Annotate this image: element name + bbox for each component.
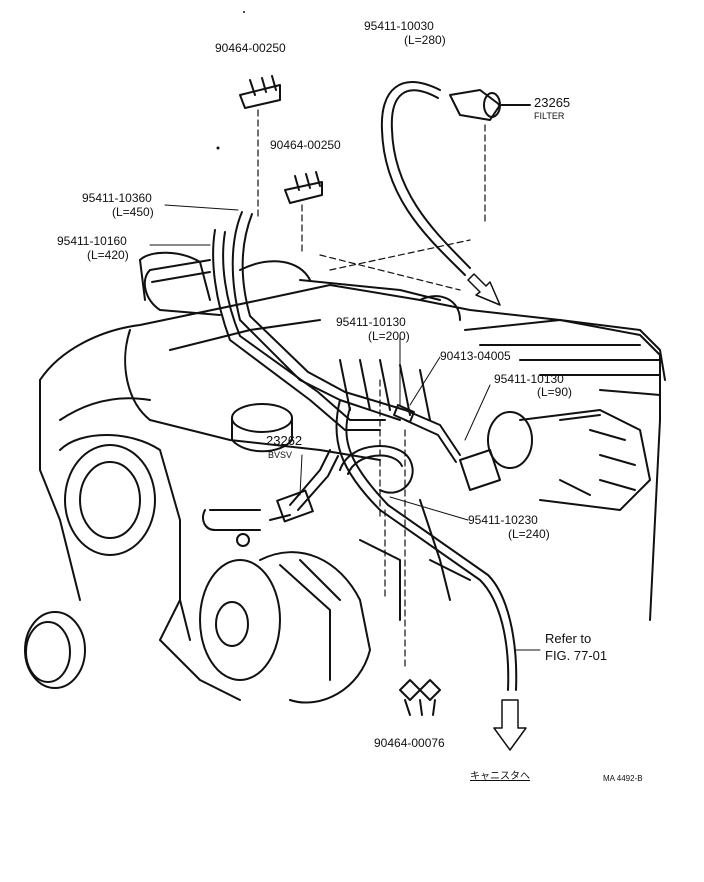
callout-hose-130b-length: (L=90) <box>537 385 573 399</box>
clamp-top-shape <box>239 75 281 109</box>
canister-label: キャニスタへ <box>470 771 530 782</box>
callout-hose-130a-part: 95411-10130 <box>336 315 406 329</box>
callout-joint: 90413-04005 <box>440 349 511 363</box>
callout-filter-part: 23265 <box>534 95 571 110</box>
callout-bvsv-name: BVSV <box>268 450 293 460</box>
solid-leaders <box>149 104 541 651</box>
callout-refer-line1: Refer to <box>545 631 592 646</box>
arrow-to-canister-icon <box>493 699 527 751</box>
callout-filter-name: FILTER <box>534 111 565 121</box>
callout-bvsv-part: 23262 <box>266 433 303 448</box>
clamp-mid-shape <box>284 171 323 204</box>
vacuum-hoses <box>143 81 518 691</box>
callout-hose-130a-length: (L=200) <box>368 329 410 343</box>
callout-hose-360-length: (L=450) <box>112 205 154 219</box>
engine-block <box>24 251 666 704</box>
callout-hose-230-part: 95411-10230 <box>468 513 538 527</box>
joint-shape <box>393 404 415 423</box>
callout-hose-230-length: (L=240) <box>508 527 550 541</box>
clip-bottom-shape <box>399 679 441 716</box>
callout-hose-360-part: 95411-10360 <box>82 191 152 205</box>
callout-hose-top-length: (L=280) <box>404 33 446 47</box>
drawing-code: MA 4492-B <box>603 774 643 783</box>
callout-clip-bottom: 90464-00076 <box>374 736 445 750</box>
callout-hose-top-part: 95411-10030 <box>364 19 434 33</box>
callout-hose-160-part: 95411-10160 <box>57 234 127 248</box>
bvsv-shape <box>269 489 314 523</box>
callout-clamp-top: 90464-00250 <box>215 41 286 55</box>
callout-clamp-mid: 90464-00250 <box>270 138 341 152</box>
dashed-leaders <box>257 109 486 671</box>
callout-hose-130b-part: 95411-10130 <box>494 372 564 386</box>
arrow-filter-outlet-icon <box>467 273 501 306</box>
callout-refer-line2: FIG. 77-01 <box>545 648 608 663</box>
callout-hose-160-length: (L=420) <box>87 248 129 262</box>
